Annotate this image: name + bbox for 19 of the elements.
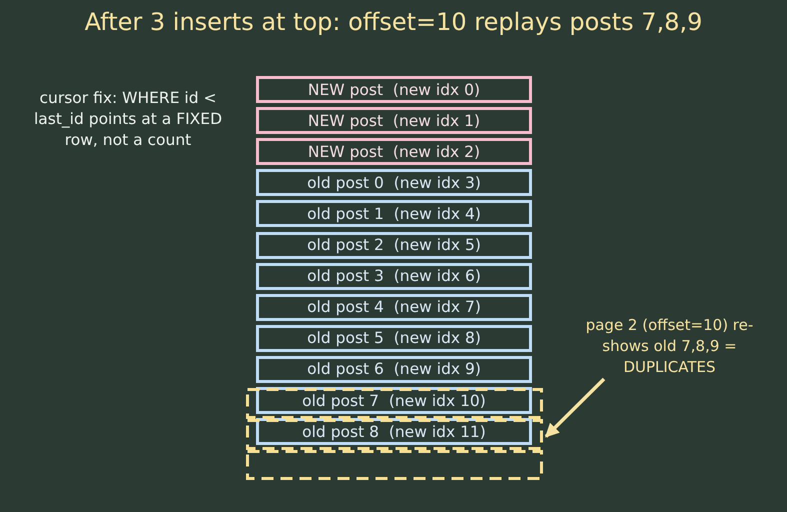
- old-post-row: old post 5 (new idx 8): [256, 324, 532, 352]
- old-post-row: old post 8 (new idx 11): [256, 418, 532, 446]
- page-window-outline: [246, 419, 543, 450]
- old-post-row: old post 7 (new idx 10): [256, 387, 532, 414]
- old-post-row: old post 6 (new idx 9): [256, 356, 532, 383]
- page-window-outline: [246, 450, 543, 480]
- callout-text: page 2 (offset=10) re-shows old 7,8,9 = DUPLICATES: [582, 315, 757, 379]
- diagram-title: After 3 inserts at top: offset=10 replays posts 7,8,9: [84, 8, 704, 36]
- page-window-outline: [246, 388, 543, 419]
- old-post-row: old post 2 (new idx 5): [256, 232, 532, 258]
- new-post-row: NEW post (new idx 1): [256, 107, 532, 134]
- old-post-row: old post 1 (new idx 4): [256, 200, 532, 228]
- new-post-row: NEW post (new idx 2): [256, 138, 532, 166]
- old-post-row: old post 3 (new idx 6): [256, 262, 532, 290]
- old-post-row: old post 4 (new idx 7): [256, 294, 532, 321]
- old-post-row: old post 0 (new idx 3): [256, 169, 532, 196]
- new-post-row: NEW post (new idx 0): [256, 76, 532, 103]
- note-text: cursor fix: WHERE id < last_id points at a FIXED row, not a count: [33, 88, 223, 151]
- arrow: [544, 378, 606, 438]
